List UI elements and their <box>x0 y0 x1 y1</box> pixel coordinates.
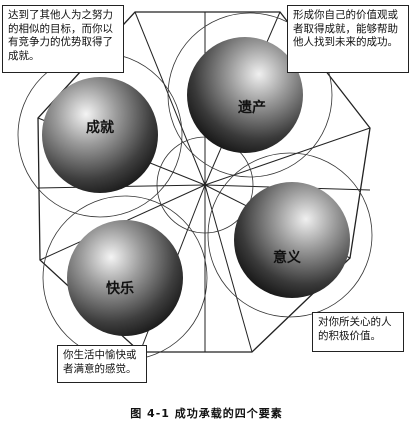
sphere-legacy <box>187 37 303 153</box>
sphere-achievement <box>42 77 158 193</box>
label-legacy: 遗产 <box>237 99 266 116</box>
callout-legacy: 形成你自己的价值观或者取得成就，能够帮助他人找到未来的成功。 <box>287 5 409 73</box>
label-achievement: 成就 <box>86 119 114 136</box>
callout-happiness: 你生活中愉快或者满意的感觉。 <box>57 345 147 383</box>
sphere-happiness <box>67 220 183 336</box>
callout-significance: 对你所关心的人的积极价值。 <box>312 312 404 352</box>
figure-caption: 图 4-1 成功承载的四个要素 <box>130 407 283 420</box>
callout-achievement: 达到了其他人为之努力的相似的目标，而你以有竞争力的优势取得了成就。 <box>2 5 124 73</box>
label-happiness: 快乐 <box>106 280 134 297</box>
sphere-significance <box>234 182 350 298</box>
label-significance: 意义 <box>273 249 301 266</box>
